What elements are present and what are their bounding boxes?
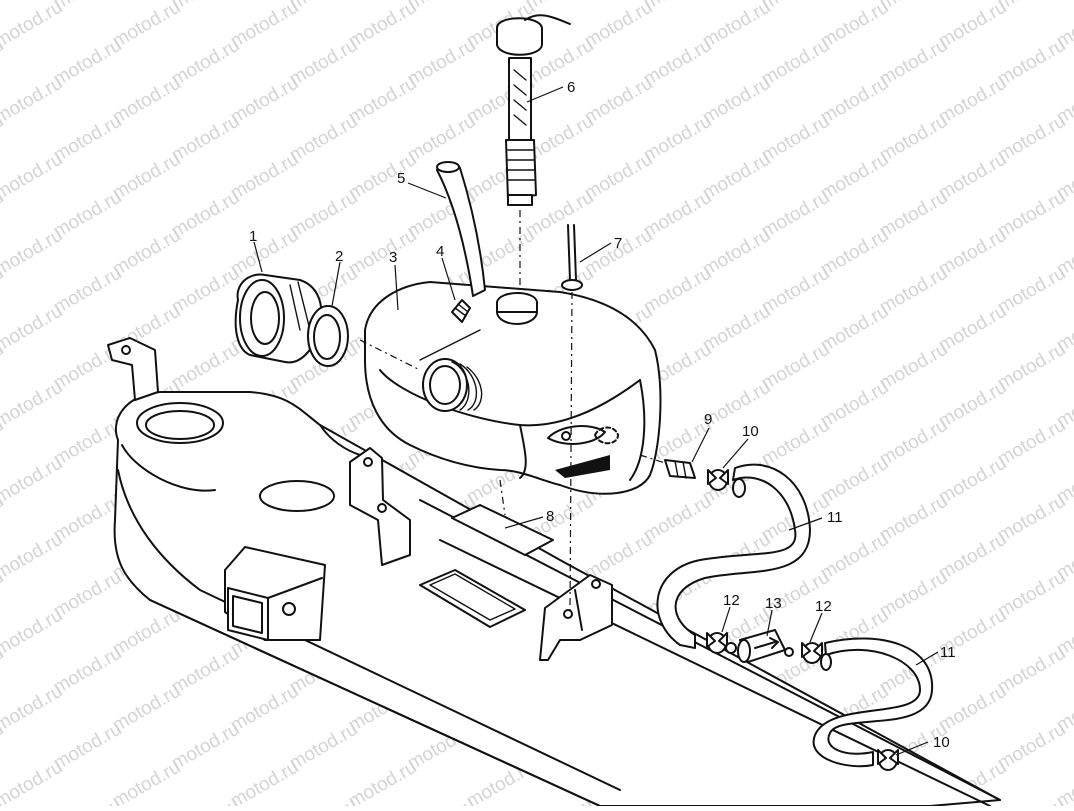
watermark-text: motod.ru (0, 73, 66, 129)
callout-4: 4 (436, 243, 444, 260)
watermark-text: motod.ru (109, 757, 184, 806)
leader-lines (253, 86, 939, 756)
callout-3: 3 (389, 249, 397, 266)
filter-clamp-right (801, 642, 823, 664)
filter-clamp-left (706, 632, 728, 654)
assembly-centerlines (359, 210, 666, 611)
cap-gasket (307, 305, 349, 367)
callout-5: 5 (397, 170, 405, 187)
callout-1: 1 (249, 228, 257, 245)
watermark-text: motod.ru (168, 795, 243, 806)
callout-7: 7 (614, 235, 622, 252)
watermark-text: motod.ru (0, 605, 66, 661)
vent-fitting (451, 299, 471, 323)
filler-cap (234, 273, 323, 364)
watermark-text: motod.ru (0, 377, 66, 433)
callout-11-upper: 11 (827, 509, 843, 526)
watermark-text: motod.ru (345, 757, 420, 806)
watermark-text: motod.ru (404, 795, 479, 806)
oil-tank (364, 281, 662, 495)
watermark-text: motod.ru (0, 453, 66, 509)
oil-hose-upper (656, 463, 811, 649)
dipstick (496, 14, 571, 206)
callout-12-left: 12 (723, 592, 740, 609)
watermark-text: motod.ru (0, 149, 66, 205)
callout-13: 13 (765, 595, 782, 612)
callout-10-bottom: 10 (933, 734, 950, 751)
vent-hose (436, 161, 486, 297)
callout-8: 8 (546, 508, 554, 525)
hose-clamp-bottom (877, 749, 899, 771)
watermark-text: motod.ru (0, 757, 66, 806)
inline-filter (725, 629, 794, 663)
watermark-text: motod.ru (0, 0, 66, 52)
frame-chassis (107, 337, 1001, 807)
outlet-fitting (664, 459, 696, 479)
callout-2: 2 (335, 248, 343, 265)
watermark-text: motod.ru (994, 795, 1069, 806)
watermark-text: motod.ru (286, 795, 361, 806)
watermark-text: motod.ru (0, 225, 66, 281)
callout-10-top: 10 (742, 423, 759, 440)
callout-12-right: 12 (815, 598, 832, 615)
watermark-text: motod.ru (0, 301, 66, 357)
watermark-text: motod.ru (0, 681, 66, 737)
watermark-text: motod.ru (227, 757, 302, 806)
level-sender (561, 224, 583, 291)
hose-clamp-top (707, 469, 729, 491)
watermark-text: motod.ru (0, 0, 7, 14)
watermark-text: motod.ru (50, 795, 125, 806)
callout-6: 6 (567, 79, 575, 96)
oil-hose-lower (812, 637, 934, 768)
callout-9: 9 (704, 411, 712, 428)
rubber-pad (451, 504, 554, 556)
watermark-text: motod.ru (0, 529, 66, 585)
callout-11-lower: 11 (940, 644, 956, 661)
callout-labels: 1 2 3 4 5 6 7 8 9 10 10 11 11 12 12 13 (249, 79, 956, 751)
